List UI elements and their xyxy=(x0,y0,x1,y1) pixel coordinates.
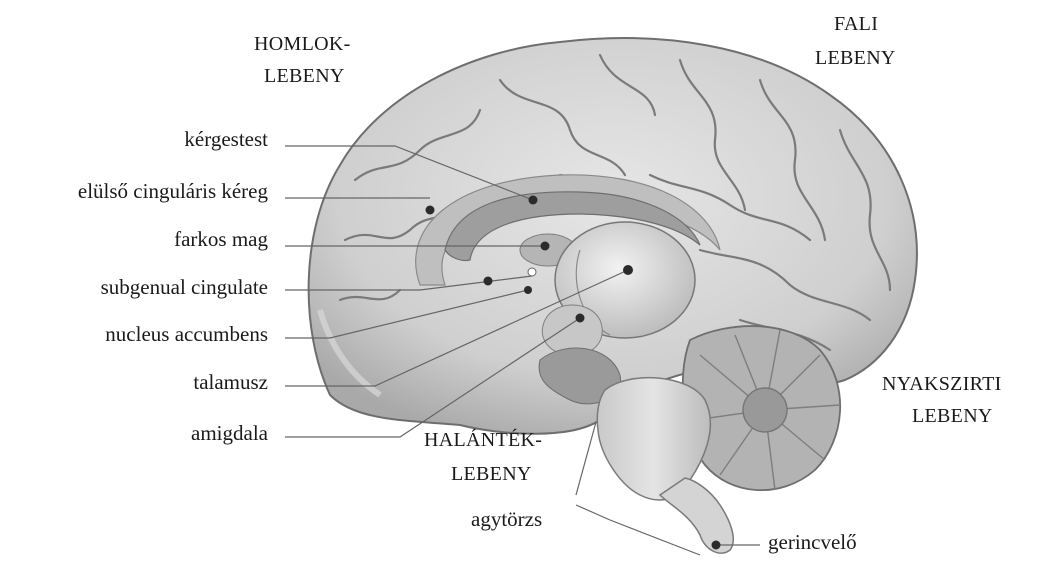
parietal-lobe-label-2: LEBENY xyxy=(815,47,896,69)
spinal-cord xyxy=(660,478,733,553)
label-anterior-cingulate: elülső cinguláris kéreg xyxy=(78,179,269,203)
temporal-lobe-label-1: HALÁNTÉK- xyxy=(424,428,542,451)
label-caudate: farkos mag xyxy=(174,227,268,251)
frontal-lobe-label-1: HOMLOK- xyxy=(254,33,351,55)
label-spinal-cord: gerincvelő xyxy=(768,530,857,554)
label-accumbens: nucleus accumbens xyxy=(105,322,268,346)
occipital-lobe-label-1: NYAKSZIRTI xyxy=(882,373,1002,395)
label-amygdala: amigdala xyxy=(191,421,269,445)
temporal-lobe-label-2: LEBENY xyxy=(451,463,532,485)
parietal-lobe-label-1: FALI xyxy=(834,13,878,35)
frontal-lobe-label-2: LEBENY xyxy=(264,65,345,87)
label-corpus-callosum: kérgestest xyxy=(184,127,268,151)
label-thalamus: talamusz xyxy=(193,370,268,394)
label-subgenual: subgenual cingulate xyxy=(101,275,268,299)
label-brainstem: agytörzs xyxy=(471,507,542,531)
occipital-lobe-label-2: LEBENY xyxy=(912,405,993,427)
